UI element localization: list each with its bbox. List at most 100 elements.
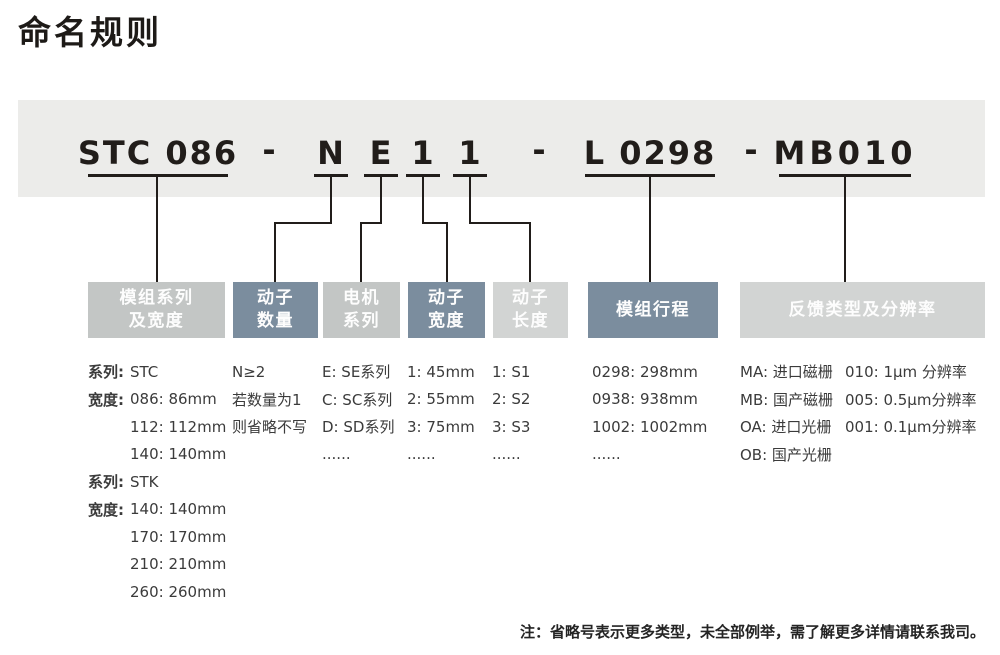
feedback-resolution: 010: 1μm 分辨率 — [845, 363, 967, 382]
legend-row: ...... — [407, 445, 436, 464]
connector-mover-width-line — [422, 177, 424, 222]
code-segment-mover-width: 1 — [406, 128, 440, 177]
label-box-feedback: 反馈类型及分辨率 — [740, 282, 985, 338]
legend-row: D: SD系列 — [322, 418, 395, 437]
connector-mover-count-line — [330, 177, 332, 222]
legend-row: 140: 140mm — [88, 441, 226, 469]
legend-value: 140: 140mm — [130, 445, 227, 464]
connector-mover-count-line — [274, 222, 276, 282]
legend-value: STC — [130, 362, 159, 381]
legend-series-width: 系列: STC 宽度: 086: 86mm 112: 112mm 140: 140m… — [88, 358, 226, 606]
connector-mover-width-line — [446, 222, 448, 282]
legend-row: 系列: STC — [88, 358, 226, 386]
legend-motor-series: E: SE系列 C: SC系列 D: SD系列 ...... — [322, 358, 394, 468]
legend-label: 宽度: — [88, 390, 124, 409]
legend-value: 140: 140mm — [130, 500, 227, 519]
box-label-line: 系列 — [343, 311, 380, 331]
legend-row: 宽度: 086: 86mm — [88, 386, 226, 414]
code-segment-series-width: STC 086 — [78, 128, 236, 177]
legend-value: 086: 86mm — [130, 390, 217, 409]
legend-row: OA: 进口光栅 001: 0.1μm分辨率 — [740, 413, 976, 441]
legend-label: 宽度: — [88, 500, 124, 519]
legend-row: ...... — [592, 445, 621, 464]
legend-mover-width: 1: 45mm 2: 55mm 3: 75mm ...... — [407, 358, 475, 468]
box-label-line: 动子 — [428, 288, 465, 308]
label-box-mover-width: 动子 宽度 — [408, 282, 485, 338]
legend-row: 0298: 298mm — [592, 362, 698, 381]
legend-row: MA: 进口磁栅 010: 1μm 分辨率 — [740, 358, 976, 386]
footnote: 注：省略号表示更多类型，未全部例举，需了解更多详情请联系我司。 — [519, 623, 985, 641]
label-box-series-width: 模组系列 及宽度 — [88, 282, 225, 338]
code-dash: - — [262, 131, 276, 169]
legend-row: 260: 260mm — [88, 578, 226, 606]
box-label-line: 长度 — [512, 311, 549, 331]
connector-motor-series-line — [360, 222, 362, 282]
code-segment-feedback: MB010 — [773, 128, 913, 177]
box-label-line: 动子 — [512, 288, 549, 308]
legend-mover-count: N≥2 若数量为1 则省略不写 — [232, 358, 307, 441]
connector-series-width-line — [156, 177, 158, 282]
code-segment-motor-series: E — [364, 128, 398, 177]
box-label-line: 动子 — [257, 288, 294, 308]
legend-row: C: SC系列 — [322, 390, 393, 409]
code-segment-stroke: L 0298 — [584, 128, 715, 177]
code-panel — [18, 100, 985, 197]
connector-mover-count-line — [274, 222, 332, 224]
page-title: 命名规则 — [18, 13, 162, 52]
connector-mover-width-line — [422, 222, 448, 224]
connector-motor-series-line — [380, 177, 382, 222]
legend-label: 系列: — [88, 473, 124, 492]
legend-row: 112: 112mm — [88, 413, 226, 441]
legend-row: 若数量为1 — [232, 390, 302, 409]
box-label-line: 数量 — [257, 311, 294, 331]
connector-motor-series-line — [360, 222, 382, 224]
legend-row: 210: 210mm — [88, 551, 226, 579]
box-label-line: 模组系列 — [119, 288, 194, 308]
legend-row: ...... — [492, 445, 521, 464]
legend-row: 3: 75mm — [407, 417, 475, 436]
legend-value: STK — [130, 472, 159, 491]
legend-row: 3: S3 — [492, 417, 531, 436]
box-label-line: 电机 — [343, 288, 380, 308]
feedback-resolution: 005: 0.5μm分辨率 — [845, 390, 977, 409]
legend-stroke: 0298: 298mm 0938: 938mm 1002: 1002mm ...… — [592, 358, 707, 468]
feedback-type: MA: 进口磁栅 — [740, 363, 833, 382]
box-label-line: 模组行程 — [616, 299, 690, 320]
legend-row: MB: 国产磁栅 005: 0.5μm分辨率 — [740, 386, 976, 414]
legend-value: 210: 210mm — [130, 555, 227, 574]
legend-label: 系列: — [88, 363, 124, 382]
label-box-mover-count: 动子 数量 — [233, 282, 318, 338]
box-label-line: 及宽度 — [128, 311, 185, 331]
legend-value: 170: 170mm — [130, 527, 227, 546]
legend-row: 170: 170mm — [88, 523, 226, 551]
legend-row: 0938: 938mm — [592, 390, 698, 409]
connector-mover-length-line — [529, 222, 531, 282]
legend-row: ...... — [322, 445, 351, 464]
code-dash: - — [532, 131, 546, 169]
legend-value: 260: 260mm — [130, 582, 227, 601]
feedback-type: OB: 国产光栅 — [740, 445, 832, 464]
legend-row: E: SE系列 — [322, 363, 391, 382]
connector-stroke-line — [649, 177, 651, 282]
legend-row: 宽度: 140: 140mm — [88, 496, 226, 524]
feedback-type: MB: 国产磁栅 — [740, 390, 834, 409]
feedback-type: OA: 进口光栅 — [740, 418, 832, 437]
legend-row: 1002: 1002mm — [592, 417, 708, 436]
connector-feedback-line — [844, 177, 846, 282]
label-box-stroke: 模组行程 — [588, 282, 718, 338]
legend-mover-length: 1: S1 2: S2 3: S3 ...... — [492, 358, 530, 468]
legend-row: 1: S1 — [492, 362, 531, 381]
label-box-motor-series: 电机 系列 — [323, 282, 400, 338]
feedback-resolution: 001: 0.1μm分辨率 — [845, 418, 977, 437]
legend-row: OB: 国产光栅 — [740, 441, 976, 469]
legend-row: 2: S2 — [492, 390, 531, 409]
connector-mover-length-line — [469, 222, 531, 224]
code-segment-mover-length: 1 — [453, 128, 487, 177]
code-dash: - — [744, 131, 758, 169]
legend-row: 系列: STK — [88, 468, 226, 496]
box-label-line: 宽度 — [428, 311, 465, 331]
legend-row: 2: 55mm — [407, 390, 475, 409]
label-box-mover-length: 动子 长度 — [493, 282, 568, 338]
legend-row: N≥2 — [232, 362, 266, 381]
